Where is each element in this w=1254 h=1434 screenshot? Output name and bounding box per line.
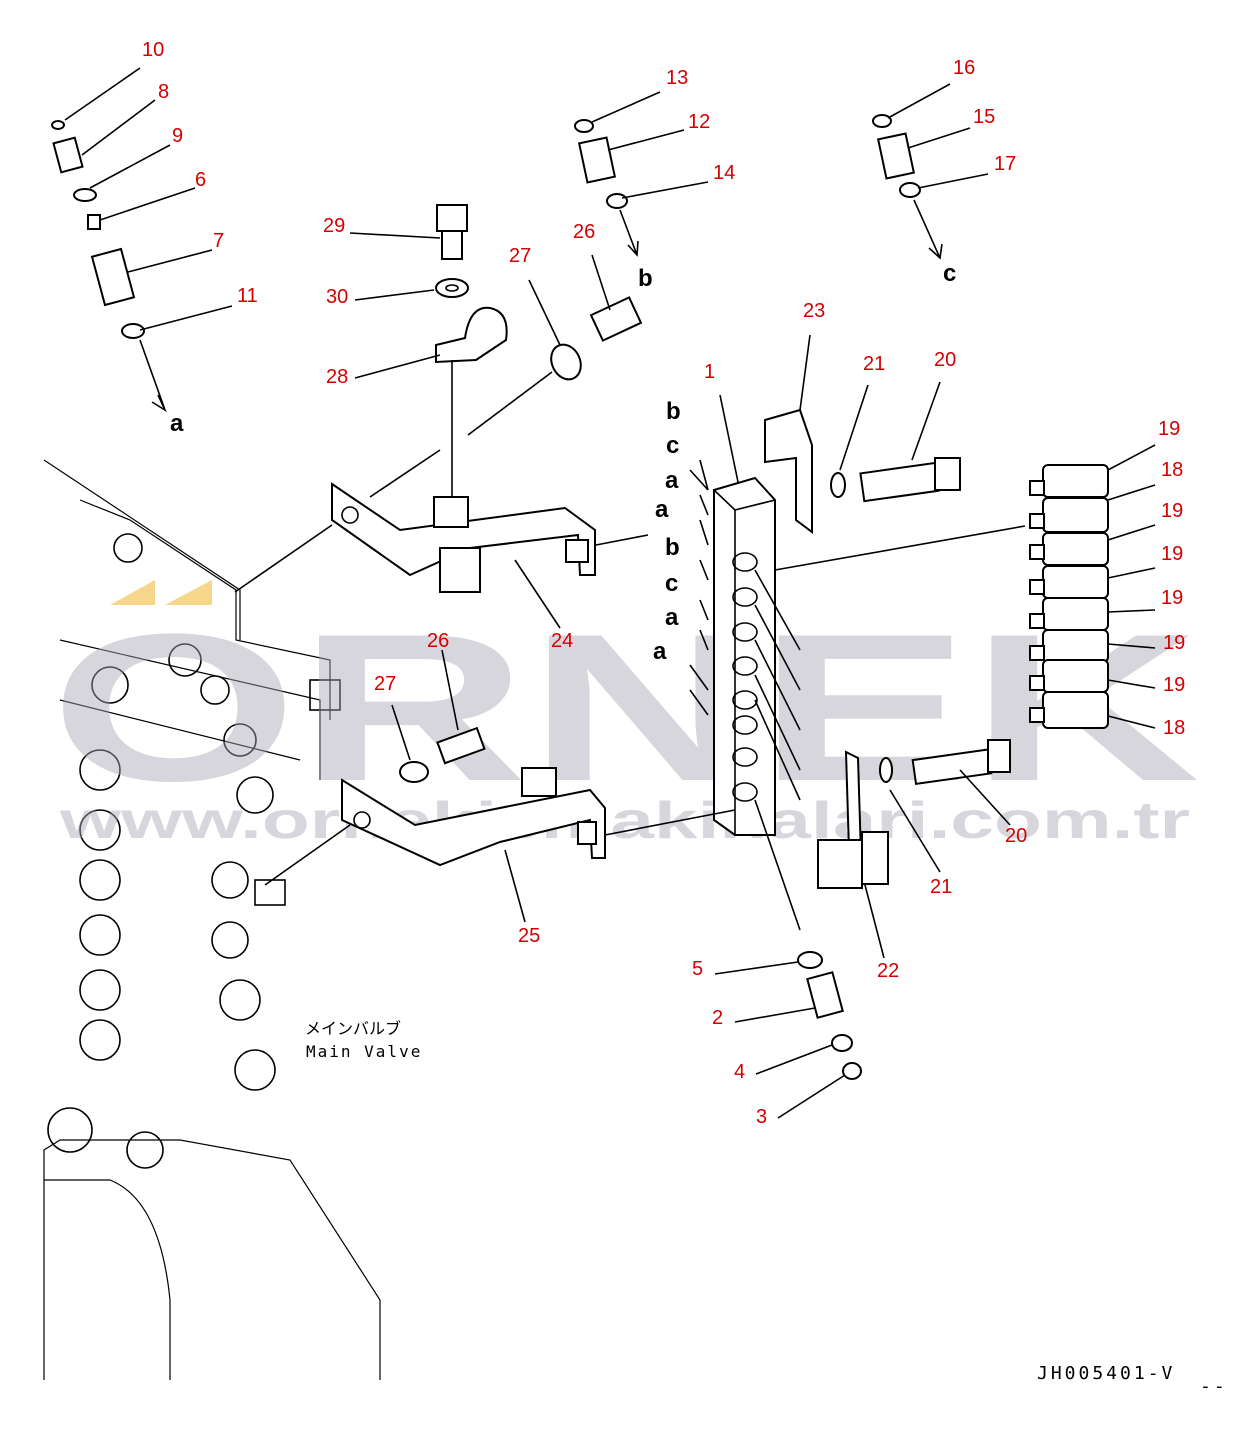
- port-letter-a: a: [655, 496, 669, 523]
- callout-18: 18: [1163, 717, 1185, 739]
- callout-19: 19: [1158, 418, 1180, 440]
- fitting-group-bottom: [797, 951, 862, 1080]
- callout-21: 21: [863, 353, 885, 375]
- port-letter-c: c: [666, 432, 679, 459]
- callout-25: 25: [518, 925, 540, 947]
- callout-11: 11: [237, 285, 258, 307]
- pressure-switches: [1029, 464, 1109, 729]
- callout-26: 26: [427, 630, 449, 652]
- callout-23: 23: [803, 300, 825, 322]
- manifold-block: [689, 394, 1026, 931]
- callout-15: 15: [973, 106, 995, 128]
- main-valve-label: Main Valve: [306, 1042, 422, 1061]
- drawing-code: JH005401-V: [1037, 1363, 1175, 1384]
- main-valve-label-jp: メインバルブ: [305, 1019, 401, 1038]
- port-letter-a: a: [665, 467, 679, 494]
- callout-21: 21: [930, 876, 952, 898]
- callout-20: 20: [1005, 825, 1027, 847]
- callout-4: 4: [734, 1061, 745, 1083]
- port-letter-a: a: [170, 410, 184, 437]
- callout-16: 16: [953, 57, 975, 79]
- main-valve: [43, 459, 381, 1380]
- callout-24: 24: [551, 630, 573, 652]
- svg-text:www.ornekismakinalari.com.tr: www.ornekismakinalari.com.tr: [58, 792, 1190, 850]
- fitting-group-c: [872, 114, 943, 260]
- port-letter-b: b: [638, 265, 653, 292]
- callout-1: 1: [704, 361, 715, 383]
- callout-22: 22: [877, 960, 899, 982]
- port-letter-c: c: [943, 260, 956, 287]
- fitting-group-a: [51, 120, 167, 413]
- svg-text:ORNEK: ORNEK: [50, 590, 1200, 825]
- port-letters: a b c b c a a b c a a: [170, 260, 956, 665]
- callout-3: 3: [756, 1106, 767, 1128]
- callout-19: 19: [1161, 543, 1183, 565]
- callout-5: 5: [692, 958, 703, 980]
- callout-17: 17: [994, 153, 1016, 175]
- leader-lines: [64, 67, 1156, 1119]
- callout-29: 29: [323, 215, 345, 237]
- bracket-24: [234, 449, 649, 593]
- clamp-group: [435, 204, 643, 500]
- port-letter-a: a: [653, 638, 667, 665]
- callout-7: 7: [213, 230, 224, 252]
- port-letter-b: b: [665, 534, 680, 561]
- callout-19: 19: [1163, 674, 1185, 696]
- callout-8: 8: [158, 81, 169, 103]
- callout-19: 19: [1163, 632, 1185, 654]
- callout-20: 20: [934, 349, 956, 371]
- bracket-23: [764, 408, 961, 534]
- part-callouts: 10 8 9 6 7 11 13 12 14 16 15 17 29 30 28…: [142, 39, 1185, 1128]
- corner-mark: --: [1200, 1376, 1228, 1397]
- watermark: ORNEK www.ornekismakinalari.com.tr: [50, 590, 1200, 850]
- port-letter-c: c: [665, 570, 678, 597]
- callout-9: 9: [172, 125, 183, 147]
- callout-27: 27: [374, 673, 396, 695]
- port-letter-b: b: [666, 398, 681, 425]
- bracket-25: [264, 726, 736, 886]
- callout-19: 19: [1161, 500, 1183, 522]
- callout-26: 26: [573, 221, 595, 243]
- callout-19: 19: [1161, 587, 1183, 609]
- callout-18: 18: [1161, 459, 1183, 481]
- callout-6: 6: [195, 169, 206, 191]
- callout-12: 12: [688, 111, 710, 133]
- bracket-22: [817, 739, 1011, 890]
- callout-30: 30: [326, 286, 348, 308]
- callout-28: 28: [326, 366, 348, 388]
- callout-10: 10: [142, 39, 164, 61]
- callout-13: 13: [666, 67, 688, 89]
- callout-27: 27: [509, 245, 531, 267]
- callout-2: 2: [712, 1007, 723, 1029]
- port-letter-a: a: [665, 604, 679, 631]
- callout-14: 14: [713, 162, 735, 184]
